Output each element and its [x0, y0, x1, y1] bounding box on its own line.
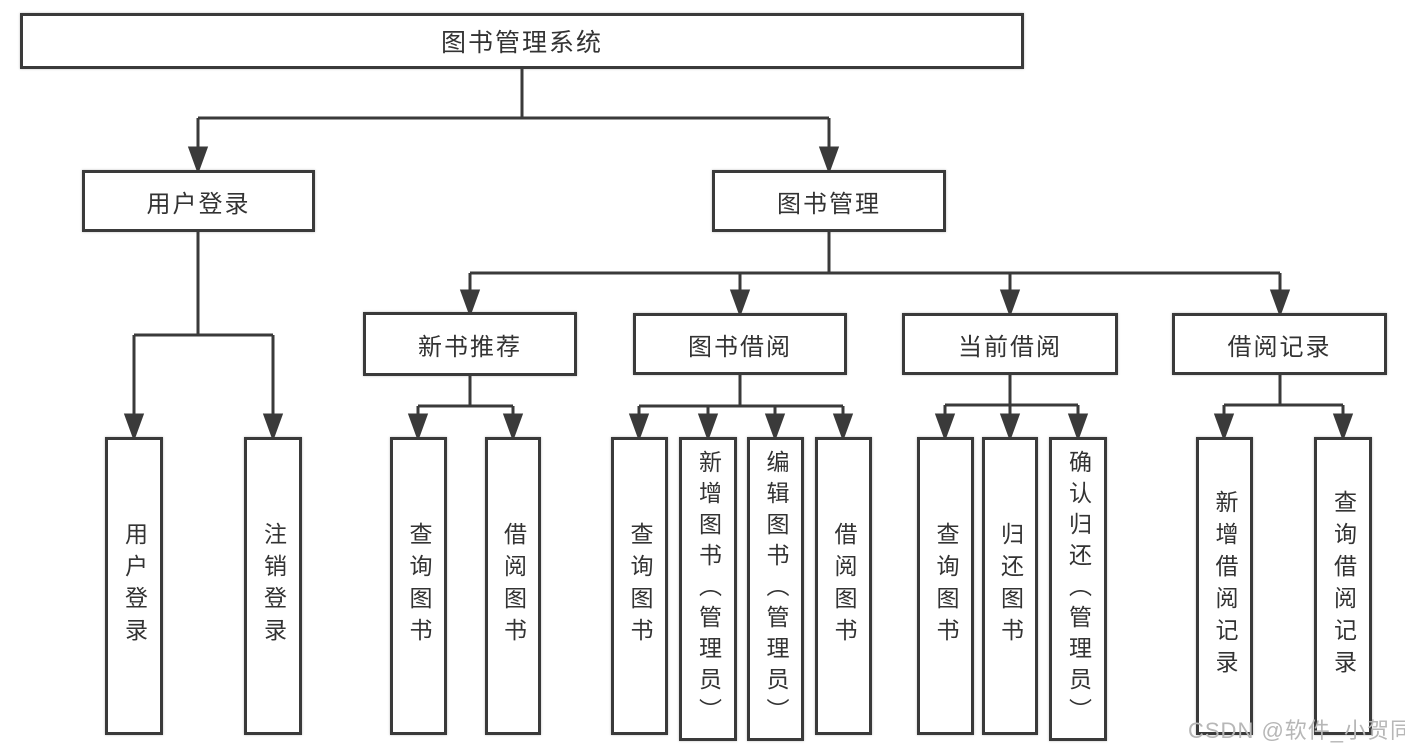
node-borrow-records: 借阅记录 [1172, 313, 1387, 375]
leaf-cb-query-book-label: 查询图书 [933, 522, 959, 650]
leaf-rec-query-book-label: 查询图书 [406, 522, 432, 650]
leaf-bb-edit-book-label: 编辑图书（管理员） [763, 449, 789, 729]
leaf-cb-confirm-return-label: 确认归还（管理员） [1065, 449, 1092, 729]
node-new-book-rec-label: 新书推荐 [418, 333, 522, 361]
leaf-bb-borrow-book: 借阅图书 [815, 437, 872, 735]
node-book-mgmt-label: 图书管理 [777, 190, 881, 218]
connector-borrow-records-children [1213, 375, 1354, 442]
leaf-bb-query-book: 查询图书 [611, 437, 668, 735]
connector-current-borrow-children [934, 375, 1089, 442]
leaf-br-query-record-label: 查询借阅记录 [1330, 490, 1357, 682]
node-user-login: 用户登录 [82, 170, 315, 232]
leaf-cb-return-book: 归还图书 [982, 437, 1038, 735]
node-root-label: 图书管理系统 [440, 29, 603, 57]
connector-book-mgmt-to-level3 [459, 232, 1291, 318]
leaf-bb-edit-book: 编辑图书（管理员） [747, 437, 804, 741]
leaf-br-add-record: 新增借阅记录 [1196, 437, 1253, 735]
node-root: 图书管理系统 [20, 13, 1024, 69]
leaf-cb-confirm-return: 确认归还（管理员） [1049, 437, 1107, 741]
leaf-user-login-label: 用户登录 [121, 522, 148, 650]
leaf-br-query-record: 查询借阅记录 [1314, 437, 1372, 735]
node-borrow-records-label: 借阅记录 [1227, 333, 1332, 361]
leaf-rec-query-book: 查询图书 [390, 437, 447, 735]
node-current-borrow-label: 当前借阅 [958, 333, 1062, 361]
leaf-rec-borrow-book-label: 借阅图书 [500, 522, 527, 650]
leaf-logout: 注销登录 [244, 437, 302, 735]
connector-new-book-rec-children [407, 376, 524, 442]
leaf-bb-add-book: 新增图书（管理员） [679, 437, 737, 741]
leaf-bb-borrow-book-label: 借阅图书 [831, 522, 857, 650]
node-current-borrow: 当前借阅 [902, 313, 1118, 375]
leaf-bb-query-book-label: 查询图书 [627, 522, 653, 650]
csdn-watermark: CSDN @软件_小贺同学 [1188, 718, 1405, 743]
node-new-book-rec: 新书推荐 [363, 312, 577, 376]
connector-user-login-children [123, 232, 284, 442]
connector-book-borrow-children [628, 375, 854, 442]
leaf-cb-return-book-label: 归还图书 [997, 522, 1024, 650]
leaf-logout-label: 注销登录 [260, 522, 287, 650]
leaf-rec-borrow-book: 借阅图书 [485, 437, 541, 735]
connector-root-to-level2 [187, 69, 840, 175]
node-book-borrow-label: 图书借阅 [688, 333, 792, 361]
leaf-user-login: 用户登录 [105, 437, 163, 735]
leaf-br-add-record-label: 新增借阅记录 [1212, 490, 1238, 682]
node-book-mgmt: 图书管理 [712, 170, 946, 232]
leaf-cb-query-book: 查询图书 [917, 437, 974, 735]
node-user-login-label: 用户登录 [146, 190, 251, 218]
leaf-bb-add-book-label: 新增图书（管理员） [695, 449, 722, 729]
node-book-borrow: 图书借阅 [633, 313, 847, 375]
